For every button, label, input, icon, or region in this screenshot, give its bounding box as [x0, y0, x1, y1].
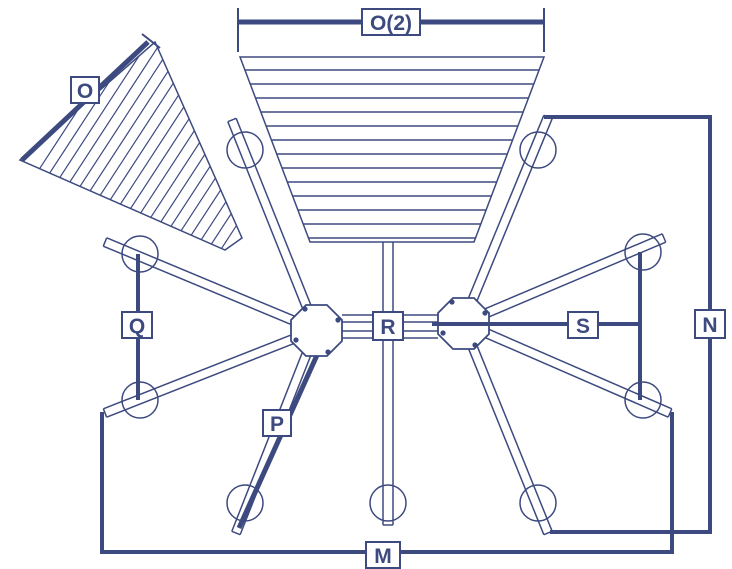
leg-upper-left [227, 117, 237, 123]
hatch-line [174, 42, 242, 250]
hatch-line [266, 30, 416, 260]
label-o: O [70, 76, 100, 104]
svg-text:R: R [380, 316, 395, 339]
svg-text:P: P [270, 413, 284, 436]
leg-upper-right [466, 118, 553, 326]
label-n: N [694, 309, 726, 339]
leg-left-bottom [102, 408, 108, 418]
label-r: R [372, 311, 404, 341]
leg-right-top [460, 233, 663, 320]
leg-right-bottom [464, 318, 673, 410]
label-m: M [365, 541, 401, 569]
hatch-line [20, 42, 131, 250]
svg-text:O: O [77, 80, 93, 103]
leg-lower-right [458, 324, 545, 535]
label-q: Q [121, 311, 153, 339]
legs [102, 114, 673, 536]
hatch-line [187, 42, 242, 250]
center-post [382, 242, 394, 526]
hatch-line [318, 30, 468, 260]
s-dimension [432, 252, 642, 400]
leg-lower-left [231, 530, 241, 536]
hatch-line [253, 30, 403, 260]
leg-right-bottom [460, 326, 669, 418]
leg-left-bottom [106, 333, 318, 418]
svg-text:N: N [702, 314, 717, 337]
hatch-line [292, 30, 442, 260]
leg-right-top [464, 241, 667, 328]
svg-text:M: M [374, 545, 392, 568]
leg-left-top [102, 237, 108, 247]
left-plate [18, 30, 468, 260]
leg-lower-right [466, 321, 553, 532]
svg-text:S: S [576, 315, 590, 338]
svg-text:O(2): O(2) [370, 12, 412, 35]
leg-upper-left [235, 118, 321, 329]
hatch-line [200, 42, 242, 250]
base-circles [121, 131, 662, 522]
svg-text:Q: Q [129, 315, 145, 338]
leg-left-top [106, 237, 319, 327]
hatch-line [305, 30, 455, 260]
label-p: P [262, 409, 292, 437]
label-o2: O(2) [361, 8, 421, 36]
hatch-line [279, 30, 429, 260]
leg-upper-left [227, 121, 313, 332]
left-hub [290, 304, 343, 357]
label-s: S [567, 311, 599, 339]
leg-upper-right [458, 114, 545, 322]
top-plate [238, 56, 546, 243]
hatch-line [226, 42, 242, 250]
leg-right-top [661, 233, 667, 243]
